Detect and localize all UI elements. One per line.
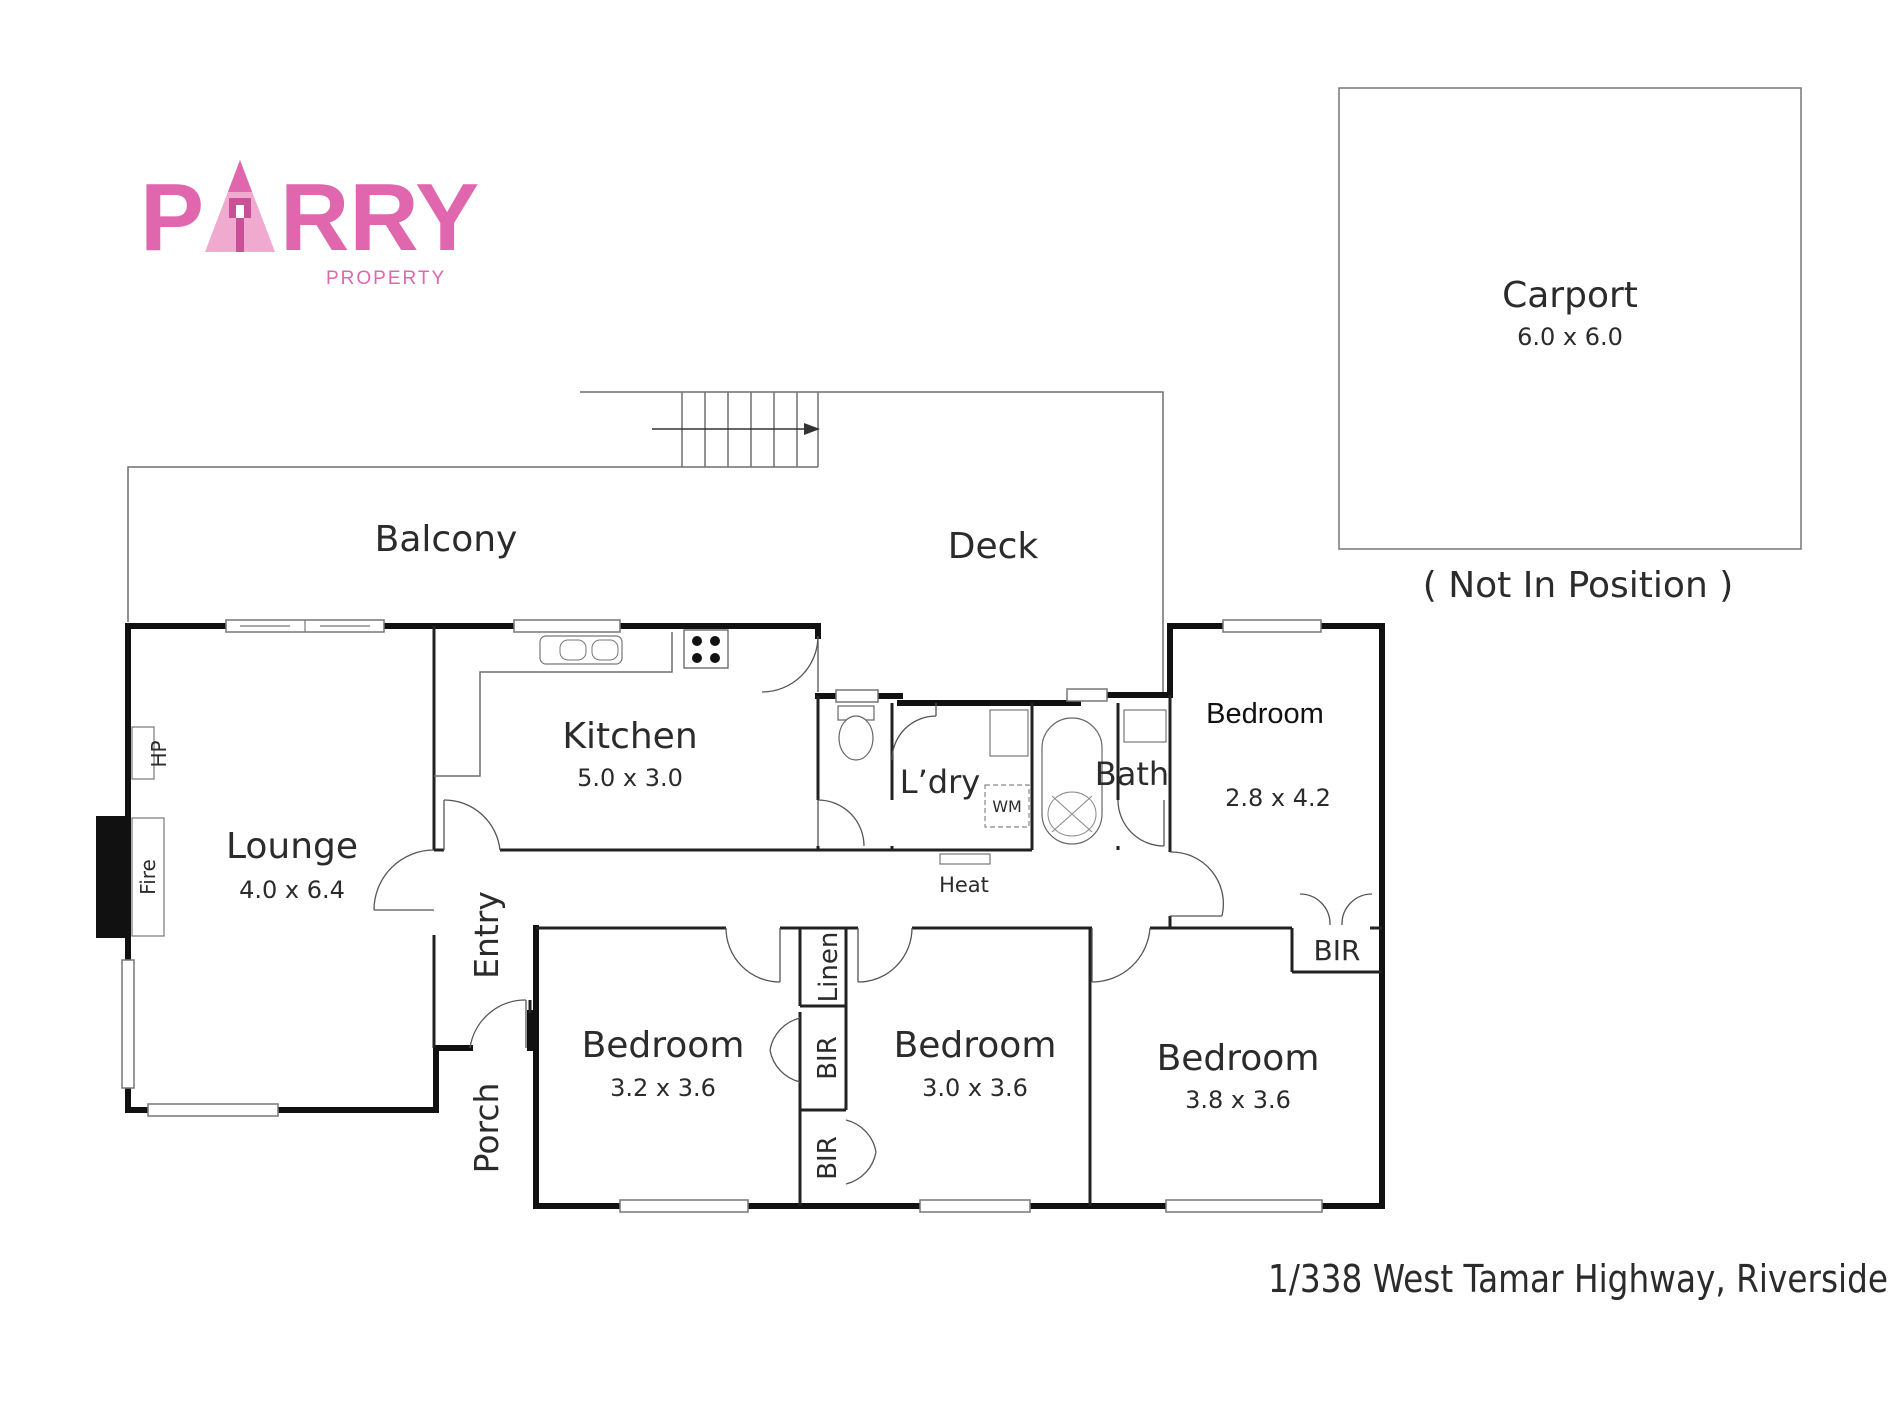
- bedroom-ne-label: Bedroom: [1206, 698, 1324, 730]
- bedroom-1-label: Bedroom: [582, 1025, 745, 1066]
- cooktop-icon: [683, 629, 729, 669]
- lounge-label: Lounge: [226, 826, 358, 867]
- entry-label: Entry: [467, 891, 506, 979]
- bath-label: Bath: [1095, 755, 1169, 793]
- wm-label: WM: [992, 797, 1022, 816]
- balcony-deck-outline: [127, 391, 1164, 695]
- carport-label: Carport: [1502, 275, 1638, 316]
- windows: [121, 619, 1323, 1213]
- carport-dims: 6.0 x 6.0: [1517, 323, 1623, 351]
- logo-house-a-icon: [205, 160, 275, 252]
- laundry-tub-icon: [989, 709, 1029, 757]
- porch-label: Porch: [467, 1083, 506, 1174]
- linen-label: Linen: [814, 932, 844, 1003]
- washing-machine-icon: [984, 784, 1030, 828]
- bathtub-icon: [1041, 717, 1103, 845]
- bir-1-label: BIR: [813, 1036, 843, 1080]
- bedroom-3-dims: 3.8 x 3.6: [1185, 1086, 1291, 1114]
- lounge-dims: 4.0 x 6.4: [239, 876, 345, 904]
- parry-property-logo: P RRY PROPERTY: [140, 160, 479, 289]
- door-swings: [373, 635, 1373, 1185]
- logo-letter-p: P: [140, 164, 204, 271]
- bir-2-label: BIR: [813, 1136, 843, 1180]
- fireplace-hearth: [96, 816, 128, 938]
- bedroom-3-label: Bedroom: [1157, 1038, 1320, 1079]
- bir-3-label: BIR: [1314, 934, 1361, 967]
- heater-icon: [939, 853, 991, 865]
- deck-label: Deck: [948, 526, 1039, 567]
- bedroom-1-dims: 3.2 x 3.6: [610, 1074, 716, 1102]
- logo-subtitle: PROPERTY: [326, 268, 446, 289]
- property-address: 1/338 West Tamar Highway, Riverside: [1268, 1257, 1888, 1301]
- kitchen-label: Kitchen: [562, 716, 697, 757]
- logo-letters-rry: RRY: [280, 164, 479, 271]
- kitchen-dims: 5.0 x 3.0: [577, 764, 683, 792]
- interior-walls: [432, 626, 1382, 1206]
- carport: Carport 6.0 x 6.0 ( Not In Position ): [1338, 87, 1802, 606]
- balcony-label: Balcony: [375, 519, 518, 560]
- heat-label: Heat: [939, 873, 989, 897]
- bedroom-2-dims: 3.0 x 3.6: [922, 1074, 1028, 1102]
- bedroom-2-label: Bedroom: [894, 1025, 1057, 1066]
- laundry-label: L’dry: [900, 763, 980, 801]
- fireplace: [131, 817, 165, 937]
- toilet-icon: [837, 705, 875, 761]
- kitchen-bench: [434, 629, 729, 777]
- fire-label: Fire: [136, 859, 160, 895]
- vanity-basin-icon: [1123, 709, 1167, 743]
- stair-direction-arrow-icon: [652, 423, 820, 435]
- bedroom-ne-dims: 2.8 x 4.2: [1225, 784, 1331, 812]
- carport-note: ( Not In Position ): [1423, 565, 1734, 606]
- hp-label: HP: [147, 740, 171, 767]
- heat-pump-unit: [131, 726, 155, 780]
